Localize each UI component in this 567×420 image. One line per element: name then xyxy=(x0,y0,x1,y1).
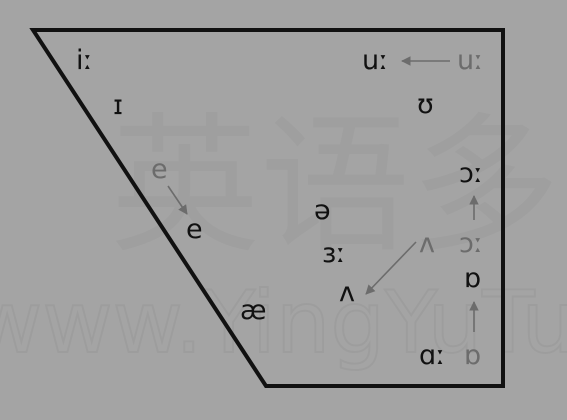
vowel-e-new: e xyxy=(186,214,203,245)
vowel-i-long: iː xyxy=(76,45,93,76)
vowel-u-long: uː xyxy=(362,45,388,76)
vowel-e-old: e xyxy=(151,154,168,185)
vowel-open-o-short-shifted: ɒ xyxy=(464,340,481,371)
vowel-i-short: ɪ xyxy=(113,90,123,121)
vowel-open-o-short: ɒ xyxy=(464,263,481,294)
vowel-a-long: ɑː xyxy=(419,340,445,371)
vowel-open-o-long: ɔː xyxy=(459,158,483,189)
vowel-wedge-new: ʌ xyxy=(339,277,355,308)
vowel-er-long: ɜː xyxy=(322,238,345,269)
vowel-open-o-long-shifted: ɔː xyxy=(459,228,483,259)
vowel-trapezium xyxy=(29,28,505,388)
vowel-u-long-shifted: uː xyxy=(457,45,483,76)
vowel-wedge-old: ʌ xyxy=(419,228,435,259)
arrow-wedge-shift xyxy=(365,241,417,295)
arrow-e-shift xyxy=(167,185,188,215)
vowel-u-short: ʊ xyxy=(417,89,434,120)
vowel-ash: æ xyxy=(240,295,267,326)
vowel-schwa: ə xyxy=(314,195,331,226)
